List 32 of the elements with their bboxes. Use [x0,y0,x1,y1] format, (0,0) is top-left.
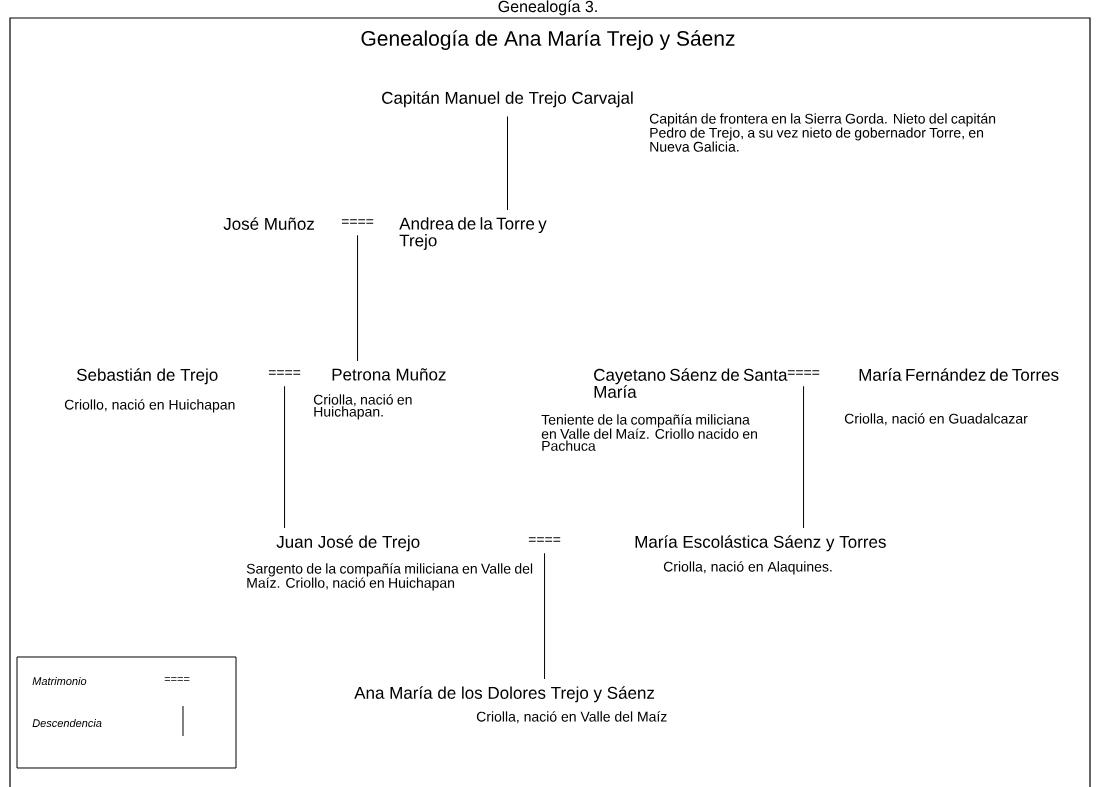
legend-text: Descendencia [32,718,102,728]
caption: Genealogía 3. [498,0,597,16]
person-note: Criolla, nació en Valle del Maíz [476,711,667,724]
marriage-sign: ==== [787,370,820,375]
descent-line [284,385,286,529]
person-note: Criolla, nació en Huichapan. [313,394,412,420]
person-name: Cayetano Sáenz de Santa María [594,368,788,398]
person-note: Teniente de la compañía miliciana en Valle del Maíz. Criollo nacido en Pachuca [541,414,757,451]
person-note: Capitán de frontera en la Sierra Gorda. Nieto del capitán Pedro de Trejo, a su vez nieto de gobernador Torre, en Nueva Galicia. [649,113,996,152]
marriage-sign: ==== [528,537,561,542]
person-name: Sebastián de Trejo [77,368,218,385]
person-name: Petrona Muñoz [332,368,446,381]
marriage-sign: ==== [341,219,374,224]
person-name: Ana María de los Dolores Trejo y Sáenz [354,686,655,703]
person-note: Sargento de la compañía miliciana en Valle del Maíz. Criollo, nació en Huichapan [246,563,533,591]
descent-line [507,115,508,211]
descent-line [544,552,546,680]
person-note: Criolla, nació en Alaquines. [663,561,832,575]
person-name: Andrea de la Torre y Trejo [399,217,547,250]
descent-line [803,385,805,529]
person-note: Criollo, nació en Huichapan [64,399,235,413]
legend-sample: ==== [164,677,190,681]
person-name: Capitán Manuel de Trejo Carvajal [382,91,633,108]
person-name: María Fernández de Torres [859,368,1059,381]
person-name: María Escolástica Sáenz y Torres [635,535,886,552]
legend-text: Matrimonio [32,676,87,686]
marriage-sign: ==== [268,370,301,375]
person-name: José Muñoz [223,217,314,230]
person-note: Criolla, nació en Guadalcazar [844,413,1028,426]
heading: Genealogía de Ana María Trejo y Sáenz [361,30,735,50]
descent-line [357,234,359,362]
person-name: Juan José de Trejo [276,535,420,552]
